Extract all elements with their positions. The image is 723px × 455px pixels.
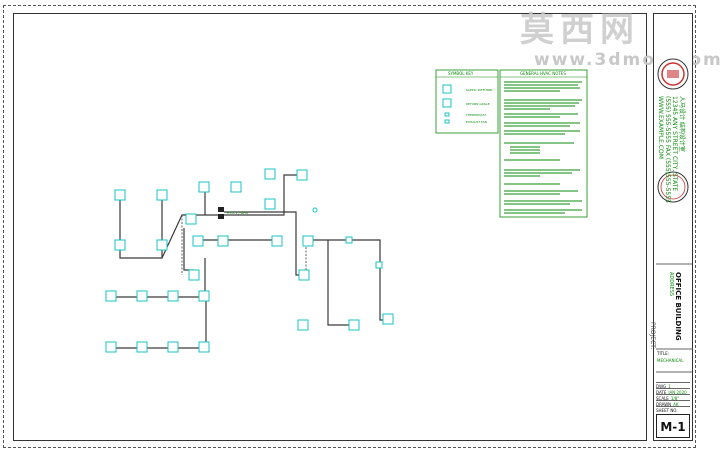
title-value: MECHANICAL — [657, 358, 684, 363]
title-block: 人马设计 结构设计室 12345 ANY STREET CITY, STATE … — [649, 13, 693, 441]
equipment-tag: RTU-1 / AHU — [227, 211, 249, 215]
firm-line: 人马设计 结构设计室 — [678, 96, 685, 152]
diffuser — [105, 341, 117, 353]
tb-row-sheet: SHEET NO. — [656, 406, 690, 413]
project-info: OFFICE BUILDING ADDRESS — [668, 272, 682, 341]
diffuser — [298, 269, 310, 281]
diffuser-small — [345, 236, 353, 244]
legend-symbol-stat — [444, 112, 450, 117]
legend-entry: RETURN GRILLE — [466, 102, 490, 106]
legend-entry: EXHAUST FAN — [466, 120, 487, 124]
firm-line: WWW.EXAMPLE.COM — [657, 96, 664, 159]
watermark-brand: 莫西网 — [520, 10, 640, 50]
diffuser — [230, 181, 242, 193]
diffuser — [167, 290, 179, 302]
diffuser — [198, 341, 210, 353]
legend-panel: SYMBOL KEY SUPPLY DIFFUSER RETURN GRILLE… — [435, 69, 499, 134]
diffuser-small — [375, 261, 383, 269]
diffuser — [198, 290, 210, 302]
duct-run-east — [306, 239, 392, 321]
diffuser — [348, 319, 360, 331]
duct-run-mid — [183, 228, 194, 271]
duct-run-lower — [110, 296, 207, 349]
diffuser — [114, 239, 126, 251]
firm-line: (555) 555-5555 FAX (555)555-5555 — [664, 96, 671, 203]
project-label: PROJECT: — [649, 322, 656, 350]
engineer-stamp — [657, 171, 689, 203]
notes-panel: GENERAL HVAC NOTES — [499, 69, 588, 218]
duct-run-main — [161, 174, 302, 259]
diffuser — [296, 169, 308, 181]
diffuser — [382, 313, 394, 325]
title-label: TITLE: — [657, 351, 670, 356]
diffuser — [167, 341, 179, 353]
diffuser — [217, 235, 229, 247]
legend-entry: SUPPLY DIFFUSER — [466, 88, 493, 92]
diffuser — [136, 290, 148, 302]
legend-symbol-fan — [444, 119, 450, 124]
diffuser — [264, 168, 276, 180]
firm-line: 12345 ANY STREET CITY, STATE — [671, 96, 678, 192]
diffuser — [297, 319, 309, 331]
diffuser — [264, 198, 276, 210]
title-block-graphics — [656, 58, 692, 373]
diffuser — [114, 189, 126, 201]
legend-symbol-grille — [442, 98, 452, 108]
diffuser — [156, 239, 168, 251]
diffuser — [271, 235, 283, 247]
diffuser — [185, 213, 197, 225]
diffuser — [192, 235, 204, 247]
duct-run-left — [119, 197, 163, 259]
duct-run-branch — [224, 211, 303, 276]
legend-entry: THERMOSTAT — [465, 113, 486, 117]
notes-text-lines — [504, 81, 582, 214]
mechanical-plan: RTU-1 / AHU SYMBOL KEY SUPPLY DIFFUSER R… — [105, 69, 588, 353]
drawing-border-outer — [3, 5, 696, 448]
diffuser — [105, 290, 117, 302]
sheet-number: M-1 — [656, 414, 690, 438]
notes-title: GENERAL HVAC NOTES — [520, 71, 566, 76]
legend-symbol-diffuser — [442, 84, 452, 94]
thermostat-marker — [312, 207, 318, 213]
project-name: OFFICE BUILDING — [674, 272, 682, 341]
diffuser — [156, 189, 168, 201]
diffusers — [105, 168, 394, 353]
equipment-unit — [218, 207, 224, 219]
legend-title: SYMBOL KEY — [448, 71, 474, 76]
diffuser — [136, 341, 148, 353]
project-label-wrap: PROJECT: — [647, 322, 666, 349]
diffuser — [198, 181, 210, 193]
firm-info: 人马设计 结构设计室 12345 ANY STREET CITY, STATE … — [657, 96, 685, 203]
diffuser — [302, 235, 314, 247]
diffuser — [188, 269, 200, 281]
duct-run-south — [327, 240, 356, 326]
drawing-border-inner — [13, 13, 647, 441]
